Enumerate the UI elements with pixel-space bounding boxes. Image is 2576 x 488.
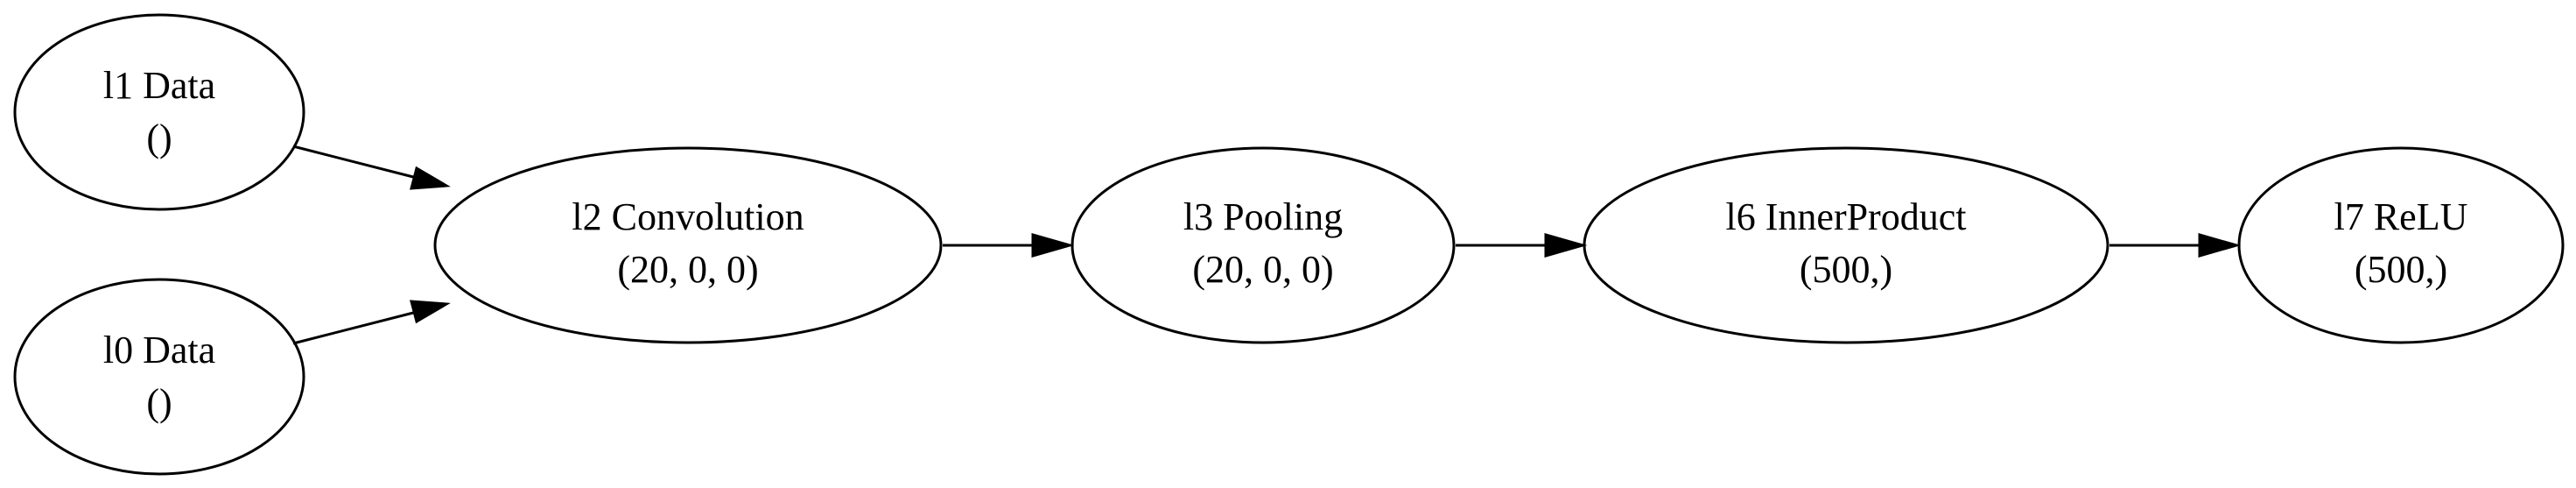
node-ellipse <box>433 146 943 344</box>
edge-l0-to-l2 <box>292 300 451 345</box>
node-ellipse <box>1070 146 1456 344</box>
node-ellipse <box>13 278 305 476</box>
node-l1[interactable]: l1 Data () <box>13 13 305 211</box>
node-l0[interactable]: l0 Data () <box>13 278 305 476</box>
node-l3[interactable]: l3 Pooling (20, 0, 0) <box>1070 146 1456 344</box>
node-title: l1 Data <box>103 64 215 107</box>
edge-l6-to-l7 <box>2109 233 2242 258</box>
node-l6[interactable]: l6 InnerProduct (500,) <box>1583 146 2109 344</box>
edge-l1-to-l2 <box>292 145 451 190</box>
node-shape-text: (500,) <box>1800 248 1892 291</box>
node-shape-text: (20, 0, 0) <box>1192 248 1333 291</box>
node-l7[interactable]: l7 ReLU (500,) <box>2237 146 2565 344</box>
node-shape-text: () <box>146 381 172 424</box>
node-title: l6 InnerProduct <box>1726 195 1967 238</box>
node-ellipse <box>1583 146 2109 344</box>
node-shape-text: () <box>146 117 172 159</box>
node-title: l0 Data <box>103 329 215 371</box>
node-title: l2 Convolution <box>572 195 804 238</box>
node-l2[interactable]: l2 Convolution (20, 0, 0) <box>433 146 943 344</box>
node-shape-text: (20, 0, 0) <box>617 248 758 291</box>
edge-l3-to-l6 <box>1456 233 1588 258</box>
node-title: l7 ReLU <box>2334 195 2468 238</box>
edge-l2-to-l3 <box>943 233 1075 258</box>
edges <box>292 145 2242 345</box>
node-title: l3 Pooling <box>1183 195 1343 238</box>
node-shape-text: (500,) <box>2355 248 2447 291</box>
node-ellipse <box>13 13 305 211</box>
node-ellipse <box>2237 146 2565 344</box>
